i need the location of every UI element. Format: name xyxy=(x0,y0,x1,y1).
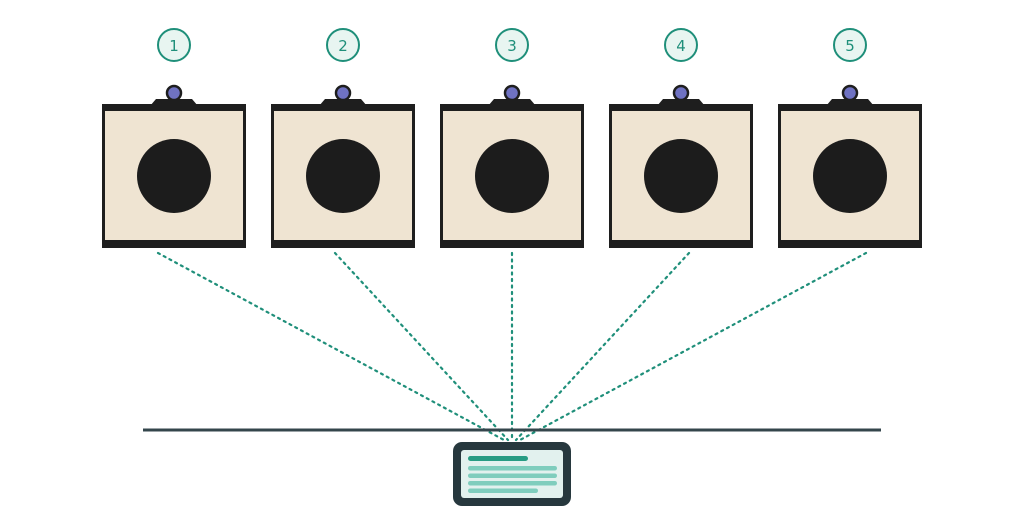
target-1[interactable]: 1 xyxy=(102,28,246,248)
screen-text-line xyxy=(468,488,538,493)
number-badge-label: 2 xyxy=(338,37,348,55)
connection-line-2 xyxy=(333,251,510,442)
mount-knob xyxy=(672,84,690,102)
number-badge xyxy=(833,28,867,62)
target-4[interactable]: 4 xyxy=(609,28,753,248)
target-row: 1 2 3 4 5 xyxy=(102,28,922,248)
target-2[interactable]: 2 xyxy=(271,28,415,248)
circle-target-icon xyxy=(644,139,718,213)
connection-line-4 xyxy=(514,251,691,442)
tablet-screen-icon xyxy=(468,456,557,493)
number-badge xyxy=(664,28,698,62)
screen-text-line xyxy=(468,466,557,471)
connection-line-5 xyxy=(518,251,868,442)
connection-line-1 xyxy=(156,251,506,442)
number-badge xyxy=(495,28,529,62)
circle-target-icon xyxy=(137,139,211,213)
number-badge-label: 5 xyxy=(845,37,855,55)
screen-header-line xyxy=(468,456,528,461)
mount-knob xyxy=(334,84,352,102)
circle-target-icon xyxy=(475,139,549,213)
number-badge-label: 3 xyxy=(507,37,517,55)
screen-text-line xyxy=(468,481,557,486)
number-badge-label: 1 xyxy=(169,37,179,55)
target-5[interactable]: 5 xyxy=(778,28,922,248)
number-badge xyxy=(326,28,360,62)
mount-knob xyxy=(165,84,183,102)
number-badge-label: 4 xyxy=(676,37,686,55)
mount-knob xyxy=(503,84,521,102)
circle-target-icon xyxy=(813,139,887,213)
target-3[interactable]: 3 xyxy=(440,28,584,248)
number-badge xyxy=(157,28,191,62)
connection-lines xyxy=(156,251,868,442)
circle-target-icon xyxy=(306,139,380,213)
device[interactable] xyxy=(453,442,571,506)
screen-text-line xyxy=(468,473,557,478)
mount-knob xyxy=(841,84,859,102)
